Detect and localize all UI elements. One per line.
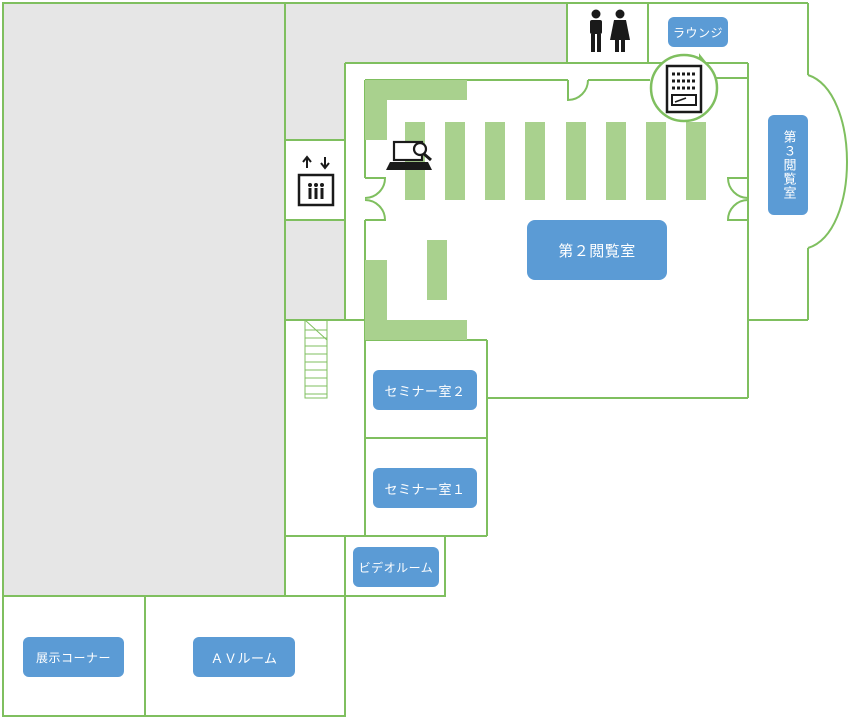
wall-av-room [144, 595, 346, 717]
av-room-label: ＡＶルーム [193, 637, 295, 677]
shelf-row-4 [525, 122, 545, 200]
seminar-room-2-label: セミナー室２ [373, 370, 477, 410]
restroom-icon [590, 9, 630, 54]
door-swing-east [726, 177, 749, 221]
shelf-bottom-wall [365, 320, 467, 340]
exhibition-corner-label: 展示コーナー [23, 637, 124, 677]
vending-machine-icon [649, 53, 719, 123]
door-swing-north [567, 79, 589, 102]
shelf-row-6 [606, 122, 626, 200]
shelf-row-5 [566, 122, 586, 200]
closed-area-west [3, 3, 285, 596]
stairs [304, 319, 328, 399]
reading-room-2-label: 第２閲覧室 [527, 220, 667, 280]
shelf-west-lower [365, 260, 387, 338]
lounge-label: ラウンジ [668, 17, 728, 47]
wall-video-room [344, 535, 446, 597]
shelf-row-7 [646, 122, 666, 200]
elevator-icon [297, 155, 335, 207]
closed-area-corridor-mid [285, 220, 345, 320]
wall-reading-3-bay [807, 74, 848, 249]
door-swing-west [364, 177, 387, 221]
pc-search-icon [386, 140, 432, 170]
closed-area-corridor-top [285, 63, 345, 140]
shelf-row-3 [485, 122, 505, 200]
video-room-label: ビデオルーム [353, 547, 439, 587]
closed-area-north [285, 3, 567, 63]
shelf-west-wall [365, 80, 387, 140]
shelf-row-2 [445, 122, 465, 200]
shelf-row-8 [686, 122, 706, 200]
reading-room-3-label: 第３閲覧室 [768, 115, 808, 215]
seminar-room-1-label: セミナー室１ [373, 468, 477, 508]
shelf-top-wall [365, 80, 467, 100]
shelf-middle [427, 240, 447, 300]
